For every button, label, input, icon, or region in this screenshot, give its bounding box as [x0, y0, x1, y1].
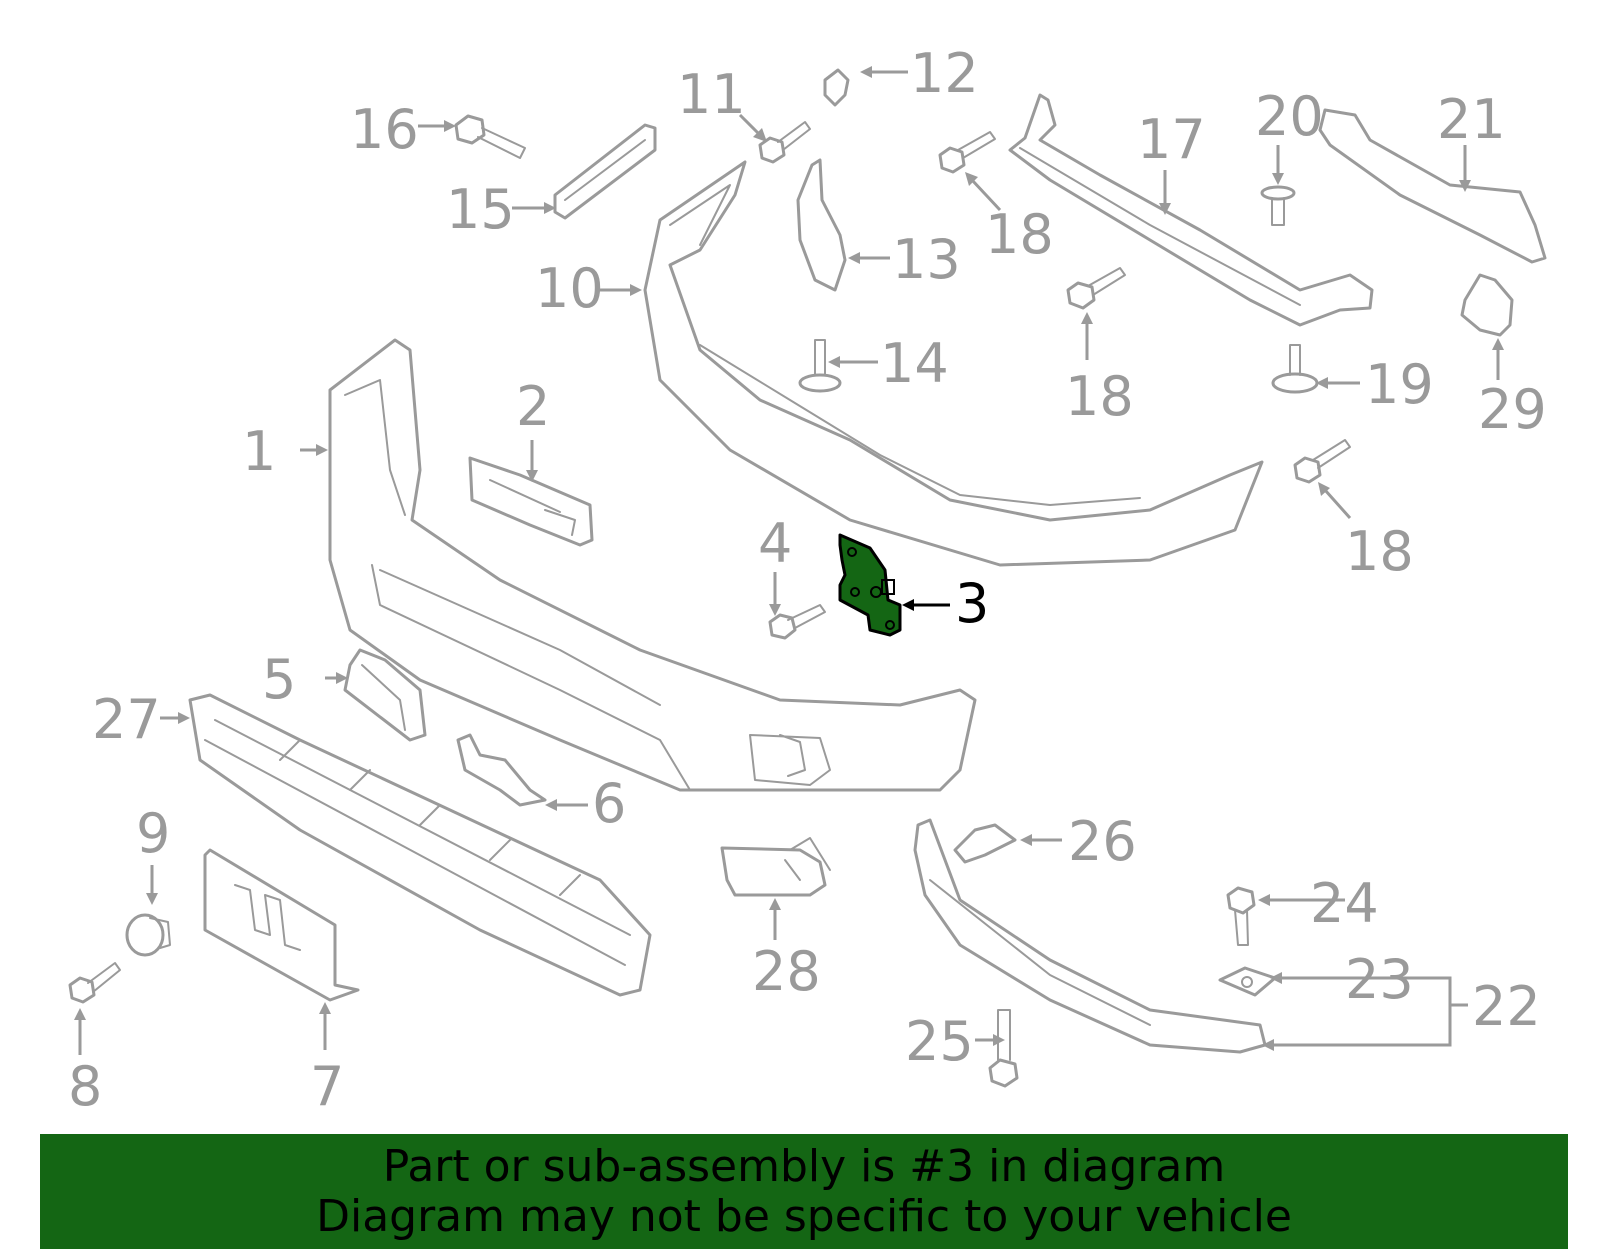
- callout-2: 2: [516, 375, 550, 438]
- bolt-18b-part: [1066, 267, 1126, 310]
- callout-24: 24: [1310, 872, 1379, 935]
- banner-line-2: Diagram may not be specific to your vehi…: [316, 1190, 1292, 1242]
- callout-5: 5: [262, 648, 296, 711]
- callout-29: 29: [1478, 378, 1547, 441]
- bracket-15-part: [553, 123, 657, 220]
- bracket-21-part: [1318, 108, 1547, 264]
- callout-28: 28: [752, 940, 821, 1003]
- nut-9-part: [125, 913, 171, 957]
- bracket-5-part: [343, 648, 427, 742]
- callout-26: 26: [1068, 810, 1137, 873]
- pin-14-part: [798, 339, 842, 393]
- callout-15: 15: [446, 178, 515, 241]
- pin-19-part: [1271, 344, 1319, 394]
- callout-1: 1: [242, 420, 276, 483]
- nut-23-part: [1218, 966, 1277, 997]
- clip-12-part: [823, 68, 850, 107]
- deflector-13-part: [796, 158, 847, 292]
- fog-bezel-28-part: [720, 837, 831, 897]
- callout-4: 4: [758, 512, 792, 575]
- bracket-29-part: [1460, 273, 1514, 337]
- license-bracket-7-part: [203, 848, 360, 1002]
- callout-18c: 18: [1345, 520, 1414, 583]
- banner-line-1: Part or sub-assembly is #3 in diagram: [382, 1140, 1226, 1192]
- bolt-24-part: [1226, 886, 1256, 946]
- callout-8: 8: [68, 1055, 102, 1118]
- highlighted-bracket-3-part: [838, 533, 902, 637]
- bolt-4-part: [768, 604, 826, 640]
- bolt-8-part: [68, 962, 121, 1004]
- callout-20: 20: [1255, 85, 1324, 148]
- callout-7: 7: [310, 1055, 344, 1118]
- bumper-cover-part: [328, 338, 977, 792]
- bolt-25-part: [988, 1009, 1019, 1088]
- info-banner: Part or sub-assembly is #3 in diagram Di…: [40, 1134, 1568, 1249]
- callout-23: 23: [1345, 948, 1414, 1011]
- callout-22: 22: [1472, 975, 1541, 1038]
- callout-18a: 18: [985, 203, 1054, 266]
- reinforcement-17-part: [1008, 93, 1374, 327]
- leader-lines: [74, 66, 1504, 1055]
- callout-17: 17: [1137, 108, 1206, 171]
- bolt-18a-part: [938, 131, 996, 174]
- callout-6: 6: [592, 772, 626, 835]
- callout-18b: 18: [1065, 365, 1134, 428]
- callout-11: 11: [677, 63, 746, 126]
- bolt-18c-part: [1293, 439, 1351, 484]
- callout-14: 14: [880, 332, 949, 395]
- bolt-16-part: [454, 114, 526, 159]
- callout-25: 25: [905, 1010, 974, 1073]
- callout-27: 27: [92, 688, 161, 751]
- bolt-11-part: [758, 121, 811, 164]
- callout-21: 21: [1437, 88, 1506, 151]
- pin-20-part: [1260, 185, 1296, 226]
- callout-9: 9: [136, 802, 170, 865]
- upper-cover-part: [643, 160, 1264, 567]
- energy-absorber-part: [188, 693, 652, 997]
- callout-3: 3: [955, 572, 989, 635]
- bracket-26-part: [953, 823, 1017, 864]
- callout-19: 19: [1365, 353, 1434, 416]
- callout-10: 10: [535, 257, 604, 320]
- callout-12: 12: [910, 42, 979, 105]
- callout-13: 13: [892, 228, 961, 291]
- callout-16: 16: [350, 98, 419, 161]
- bracket-6-part: [456, 733, 547, 807]
- callout-labels: 1 2 3 4 5 6 7 8 9 10 11 12 13 14 15 16 1…: [68, 42, 1547, 1118]
